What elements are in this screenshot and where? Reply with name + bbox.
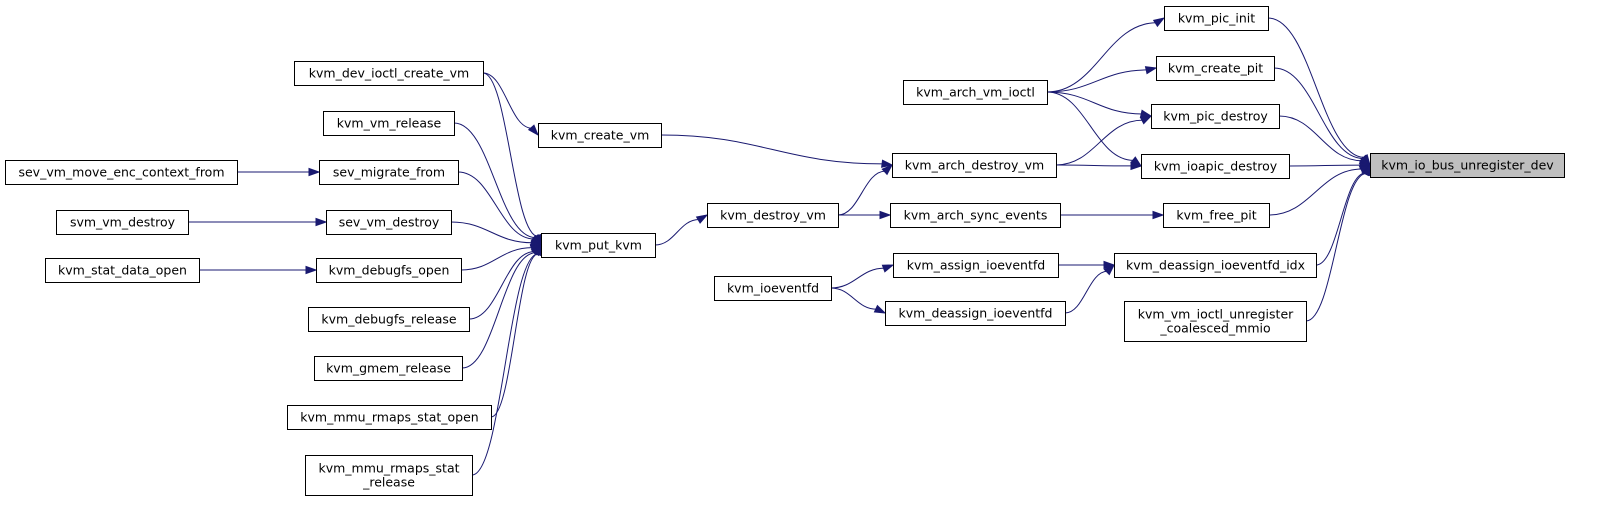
edge-kvm_create_pit-to-kvm_io_bus_unregister_dev	[1273, 67, 1372, 167]
node-label: kvm_arch_vm_ioctl	[916, 85, 1035, 100]
node-kvm-arch-vm-ioctl[interactable]: kvm_arch_vm_ioctl	[903, 80, 1048, 105]
node-label: _coalesced_mmio	[1159, 321, 1270, 336]
edge-kvm_ioapic_destroy-to-kvm_io_bus_unregister_dev	[1288, 160, 1372, 170]
node-kvm-arch-destroy-vm[interactable]: kvm_arch_destroy_vm	[892, 153, 1057, 178]
node-kvm-stat-data-open[interactable]: kvm_stat_data_open	[45, 258, 200, 283]
node-label: kvm_create_pit	[1168, 61, 1263, 76]
node-sev-vm-destroy[interactable]: sev_vm_destroy	[326, 210, 452, 235]
edge-kvm_mmu_rmaps_stat_release-to-kvm_put_kvm	[471, 243, 543, 476]
edge-kvm_pic_init-to-kvm_io_bus_unregister_dev	[1267, 17, 1371, 167]
edge-kvm_gmem_release-to-kvm_put_kvm	[461, 243, 542, 369]
edge-sev_vm_destroy-to-kvm_put_kvm	[450, 221, 543, 247]
node-kvm-dev-ioctl-create-vm[interactable]: kvm_dev_ioctl_create_vm	[294, 61, 484, 86]
node-label: kvm_debugfs_release	[321, 312, 457, 327]
node-kvm-debugfs-release[interactable]: kvm_debugfs_release	[308, 307, 470, 332]
node-kvm-debugfs-open[interactable]: kvm_debugfs_open	[316, 258, 462, 283]
node-kvm-create-vm[interactable]: kvm_create_vm	[538, 123, 662, 148]
edge-sev_vm_move_enc_context_from-to-sev_migrate_from	[236, 167, 321, 177]
node-kvm-deassign-ioeventfd-idx[interactable]: kvm_deassign_ioeventfd_idx	[1114, 253, 1317, 278]
node-label: kvm_io_bus_unregister_dev	[1381, 158, 1554, 173]
edge-kvm_vm_ioctl_unregister_coalesced_mmio-to-kvm_io_bus_unregister_dev	[1305, 163, 1371, 322]
edge-kvm_deassign_ioeventfd-to-kvm_deassign_ioeventfd_idx	[1064, 263, 1116, 314]
node-label: kvm_vm_ioctl_unregister	[1138, 307, 1294, 322]
edge-svm_vm_destroy-to-sev_vm_destroy	[188, 217, 328, 227]
node-label: kvm_destroy_vm	[720, 208, 826, 223]
edge-kvm_destroy_vm-to-kvm_arch_destroy_vm	[837, 163, 894, 216]
node-kvm-pic-init[interactable]: kvm_pic_init	[1164, 6, 1269, 31]
node-label: kvm_gmem_release	[326, 361, 451, 376]
edge-kvm_debugfs_release-to-kvm_put_kvm	[468, 243, 543, 320]
call-graph-edges	[188, 17, 1372, 476]
edge-kvm_deassign_ioeventfd_idx-to-kvm_io_bus_unregister_dev	[1315, 163, 1371, 266]
edge-kvm_arch_destroy_vm-to-kvm_pic_destroy	[1055, 115, 1153, 166]
node-kvm-assign-ioeventfd[interactable]: kvm_assign_ioeventfd	[893, 253, 1059, 278]
edge-kvm_mmu_rmaps_stat_open-to-kvm_put_kvm	[490, 243, 543, 418]
node-label: sev_migrate_from	[333, 165, 445, 180]
edge-kvm_ioeventfd-to-kvm_deassign_ioeventfd	[830, 287, 887, 314]
node-kvm-vm-ioctl-unregister-coalesced-mmio[interactable]: kvm_vm_ioctl_unregister_coalesced_mmio	[1124, 301, 1307, 342]
edge-kvm_dev_ioctl_create_vm-to-kvm_create_vm	[482, 72, 540, 137]
node-label: kvm_assign_ioeventfd	[907, 258, 1045, 273]
node-label: kvm_mmu_rmaps_stat_open	[300, 410, 478, 425]
edge-kvm_arch_destroy_vm-to-kvm_ioapic_destroy	[1055, 161, 1143, 171]
edge-kvm_put_kvm-to-kvm_destroy_vm	[654, 214, 709, 246]
node-svm-vm-destroy[interactable]: svm_vm_destroy	[56, 210, 189, 235]
edge-kvm_arch_vm_ioctl-to-kvm_pic_init	[1046, 17, 1166, 93]
edge-kvm_create_vm-to-kvm_arch_destroy_vm	[660, 134, 894, 168]
node-label: kvm_pic_destroy	[1163, 109, 1268, 124]
node-kvm-put-kvm[interactable]: kvm_put_kvm	[541, 233, 656, 258]
node-kvm-arch-sync-events[interactable]: kvm_arch_sync_events	[890, 203, 1061, 228]
edge-kvm_destroy_vm-to-kvm_arch_sync_events	[838, 210, 892, 220]
edge-kvm_ioeventfd-to-kvm_assign_ioeventfd	[830, 264, 895, 289]
node-label: kvm_deassign_ioeventfd_idx	[1126, 258, 1305, 273]
node-label: kvm_free_pit	[1176, 208, 1256, 223]
node-label: kvm_deassign_ioeventfd	[898, 306, 1052, 321]
node-label: kvm_stat_data_open	[58, 263, 187, 278]
node-label: kvm_dev_ioctl_create_vm	[309, 66, 469, 81]
node-label: kvm_debugfs_open	[329, 263, 450, 278]
edge-kvm_stat_data_open-to-kvm_debugfs_open	[199, 265, 318, 275]
node-label: kvm_ioapic_destroy	[1154, 159, 1278, 174]
node-label: sev_vm_move_enc_context_from	[18, 165, 224, 180]
node-label: svm_vm_destroy	[70, 215, 176, 230]
node-kvm-io-bus-unregister-dev[interactable]: kvm_io_bus_unregister_dev	[1370, 153, 1565, 178]
edge-kvm_arch_vm_ioctl-to-kvm_create_pit	[1046, 66, 1158, 93]
edge-kvm_arch_sync_events-to-kvm_free_pit	[1060, 210, 1165, 220]
node-label: kvm_pic_init	[1178, 11, 1255, 26]
node-kvm-ioapic-destroy[interactable]: kvm_ioapic_destroy	[1141, 154, 1290, 179]
node-kvm-destroy-vm[interactable]: kvm_destroy_vm	[707, 203, 839, 228]
node-kvm-mmu-rmaps-stat-release[interactable]: kvm_mmu_rmaps_stat_release	[305, 455, 473, 496]
node-label: kvm_put_kvm	[555, 238, 642, 253]
node-label: kvm_ioeventfd	[727, 281, 819, 296]
node-label: _release	[362, 475, 415, 490]
node-label: kvm_vm_release	[337, 116, 442, 131]
edge-kvm_assign_ioeventfd-to-kvm_deassign_ioeventfd_idx	[1057, 260, 1116, 270]
node-kvm-free-pit[interactable]: kvm_free_pit	[1163, 203, 1270, 228]
node-label: kvm_arch_destroy_vm	[905, 158, 1044, 173]
node-label: kvm_create_vm	[551, 128, 650, 143]
node-kvm-mmu-rmaps-stat-open[interactable]: kvm_mmu_rmaps_stat_open	[287, 405, 492, 430]
node-kvm-vm-release[interactable]: kvm_vm_release	[323, 111, 455, 136]
call-graph-nodes: kvm_io_bus_unregister_dev kvm_pic_initkvm…	[5, 6, 1565, 496]
node-sev-vm-move-enc-context-from[interactable]: sev_vm_move_enc_context_from	[5, 160, 238, 185]
node-kvm-deassign-ioeventfd[interactable]: kvm_deassign_ioeventfd	[885, 301, 1066, 326]
node-kvm-create-pit[interactable]: kvm_create_pit	[1156, 56, 1275, 81]
edge-sev_migrate_from-to-kvm_put_kvm	[457, 171, 543, 246]
node-label: kvm_arch_sync_events	[904, 208, 1048, 223]
node-kvm-pic-destroy[interactable]: kvm_pic_destroy	[1151, 104, 1280, 129]
node-sev-migrate-from[interactable]: sev_migrate_from	[319, 160, 459, 185]
node-kvm-ioeventfd[interactable]: kvm_ioeventfd	[714, 276, 832, 301]
node-label: sev_vm_destroy	[339, 215, 440, 230]
node-label: kvm_mmu_rmaps_stat	[318, 461, 459, 476]
node-kvm-gmem-release[interactable]: kvm_gmem_release	[314, 356, 463, 381]
